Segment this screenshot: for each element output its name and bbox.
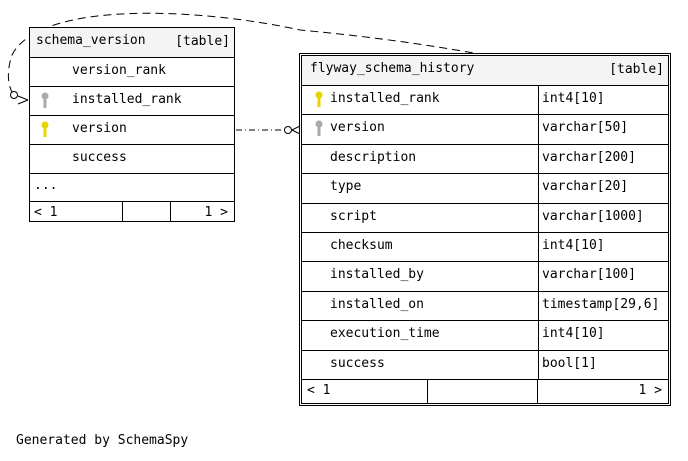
column-name: checksum [330,238,393,253]
column-name: installed_rank [330,91,440,106]
column-name: installed_on [330,296,424,312]
primary-key-icon [40,121,50,139]
foreign-key-icon [314,120,324,138]
column-name: version [72,121,127,136]
column-row[interactable]: checksum int4[10] [302,233,668,263]
children-count[interactable]: 1 > [638,383,662,398]
column-name: type [330,179,362,195]
column-type: varchar[1000] [542,208,644,224]
column-row[interactable]: installed_rank int4[10] [302,86,668,116]
column-name: success [330,355,385,371]
table-header: flyway_schema_history [table] [302,56,668,86]
column-name: execution_time [330,326,440,342]
column-row[interactable]: execution_time int4[10] [302,321,668,351]
table-flyway-schema-history[interactable]: flyway_schema_history [table] installed_… [299,53,671,406]
column-name: installed_by [330,267,424,283]
column-name: success [72,150,127,165]
table-footer: < 1 1 > [30,201,234,221]
table-kind: [table] [609,62,664,77]
column-row[interactable]: version varchar[50] [302,115,668,145]
table-kind: [table] [175,34,230,49]
column-name: version [330,120,385,136]
generated-by-footer: Generated by SchemaSpy [16,433,189,448]
column-row[interactable]: version [30,116,234,145]
column-name: version_rank [72,63,166,78]
column-type: int4[10] [542,326,605,342]
column-type: varchar[100] [542,267,636,283]
column-type: int4[10] [542,238,605,253]
column-type: bool[1] [542,355,597,371]
column-type: varchar[50] [542,120,629,136]
column-row[interactable]: success [30,145,234,174]
edge-endpoint-circle [10,91,18,99]
column-type: varchar[20] [542,179,629,195]
column-type: int4[10] [542,91,605,106]
column-row[interactable]: description varchar[200] [302,144,668,175]
column-row[interactable]: script varchar[1000] [302,203,668,233]
column-name: description [330,149,417,165]
column-row[interactable]: installed_by varchar[100] [302,262,668,292]
column-name: installed_rank [72,92,182,107]
parents-count[interactable]: < 1 [34,205,58,220]
children-count[interactable]: 1 > [204,205,228,220]
column-name: script [330,208,377,224]
column-type: varchar[200] [542,149,636,165]
column-row[interactable]: version_rank [30,58,234,87]
table-footer: < 1 1 > [302,379,668,403]
foreign-key-icon [40,92,50,110]
table-name[interactable]: flyway_schema_history [310,61,475,76]
column-row[interactable]: installed_on timestamp[29,6] [302,291,668,322]
table-header: schema_version [table] [30,28,234,58]
table-name[interactable]: schema_version [36,33,146,48]
parents-count[interactable]: < 1 [307,383,331,398]
column-row[interactable]: type varchar[20] [302,174,668,204]
more-columns-row: ... [30,175,234,202]
edge-endpoint-circle [284,126,292,134]
column-type: timestamp[29,6] [542,296,660,312]
column-row[interactable]: success bool[1] [302,350,668,380]
primary-key-icon [314,91,324,109]
column-row[interactable]: installed_rank [30,87,234,116]
